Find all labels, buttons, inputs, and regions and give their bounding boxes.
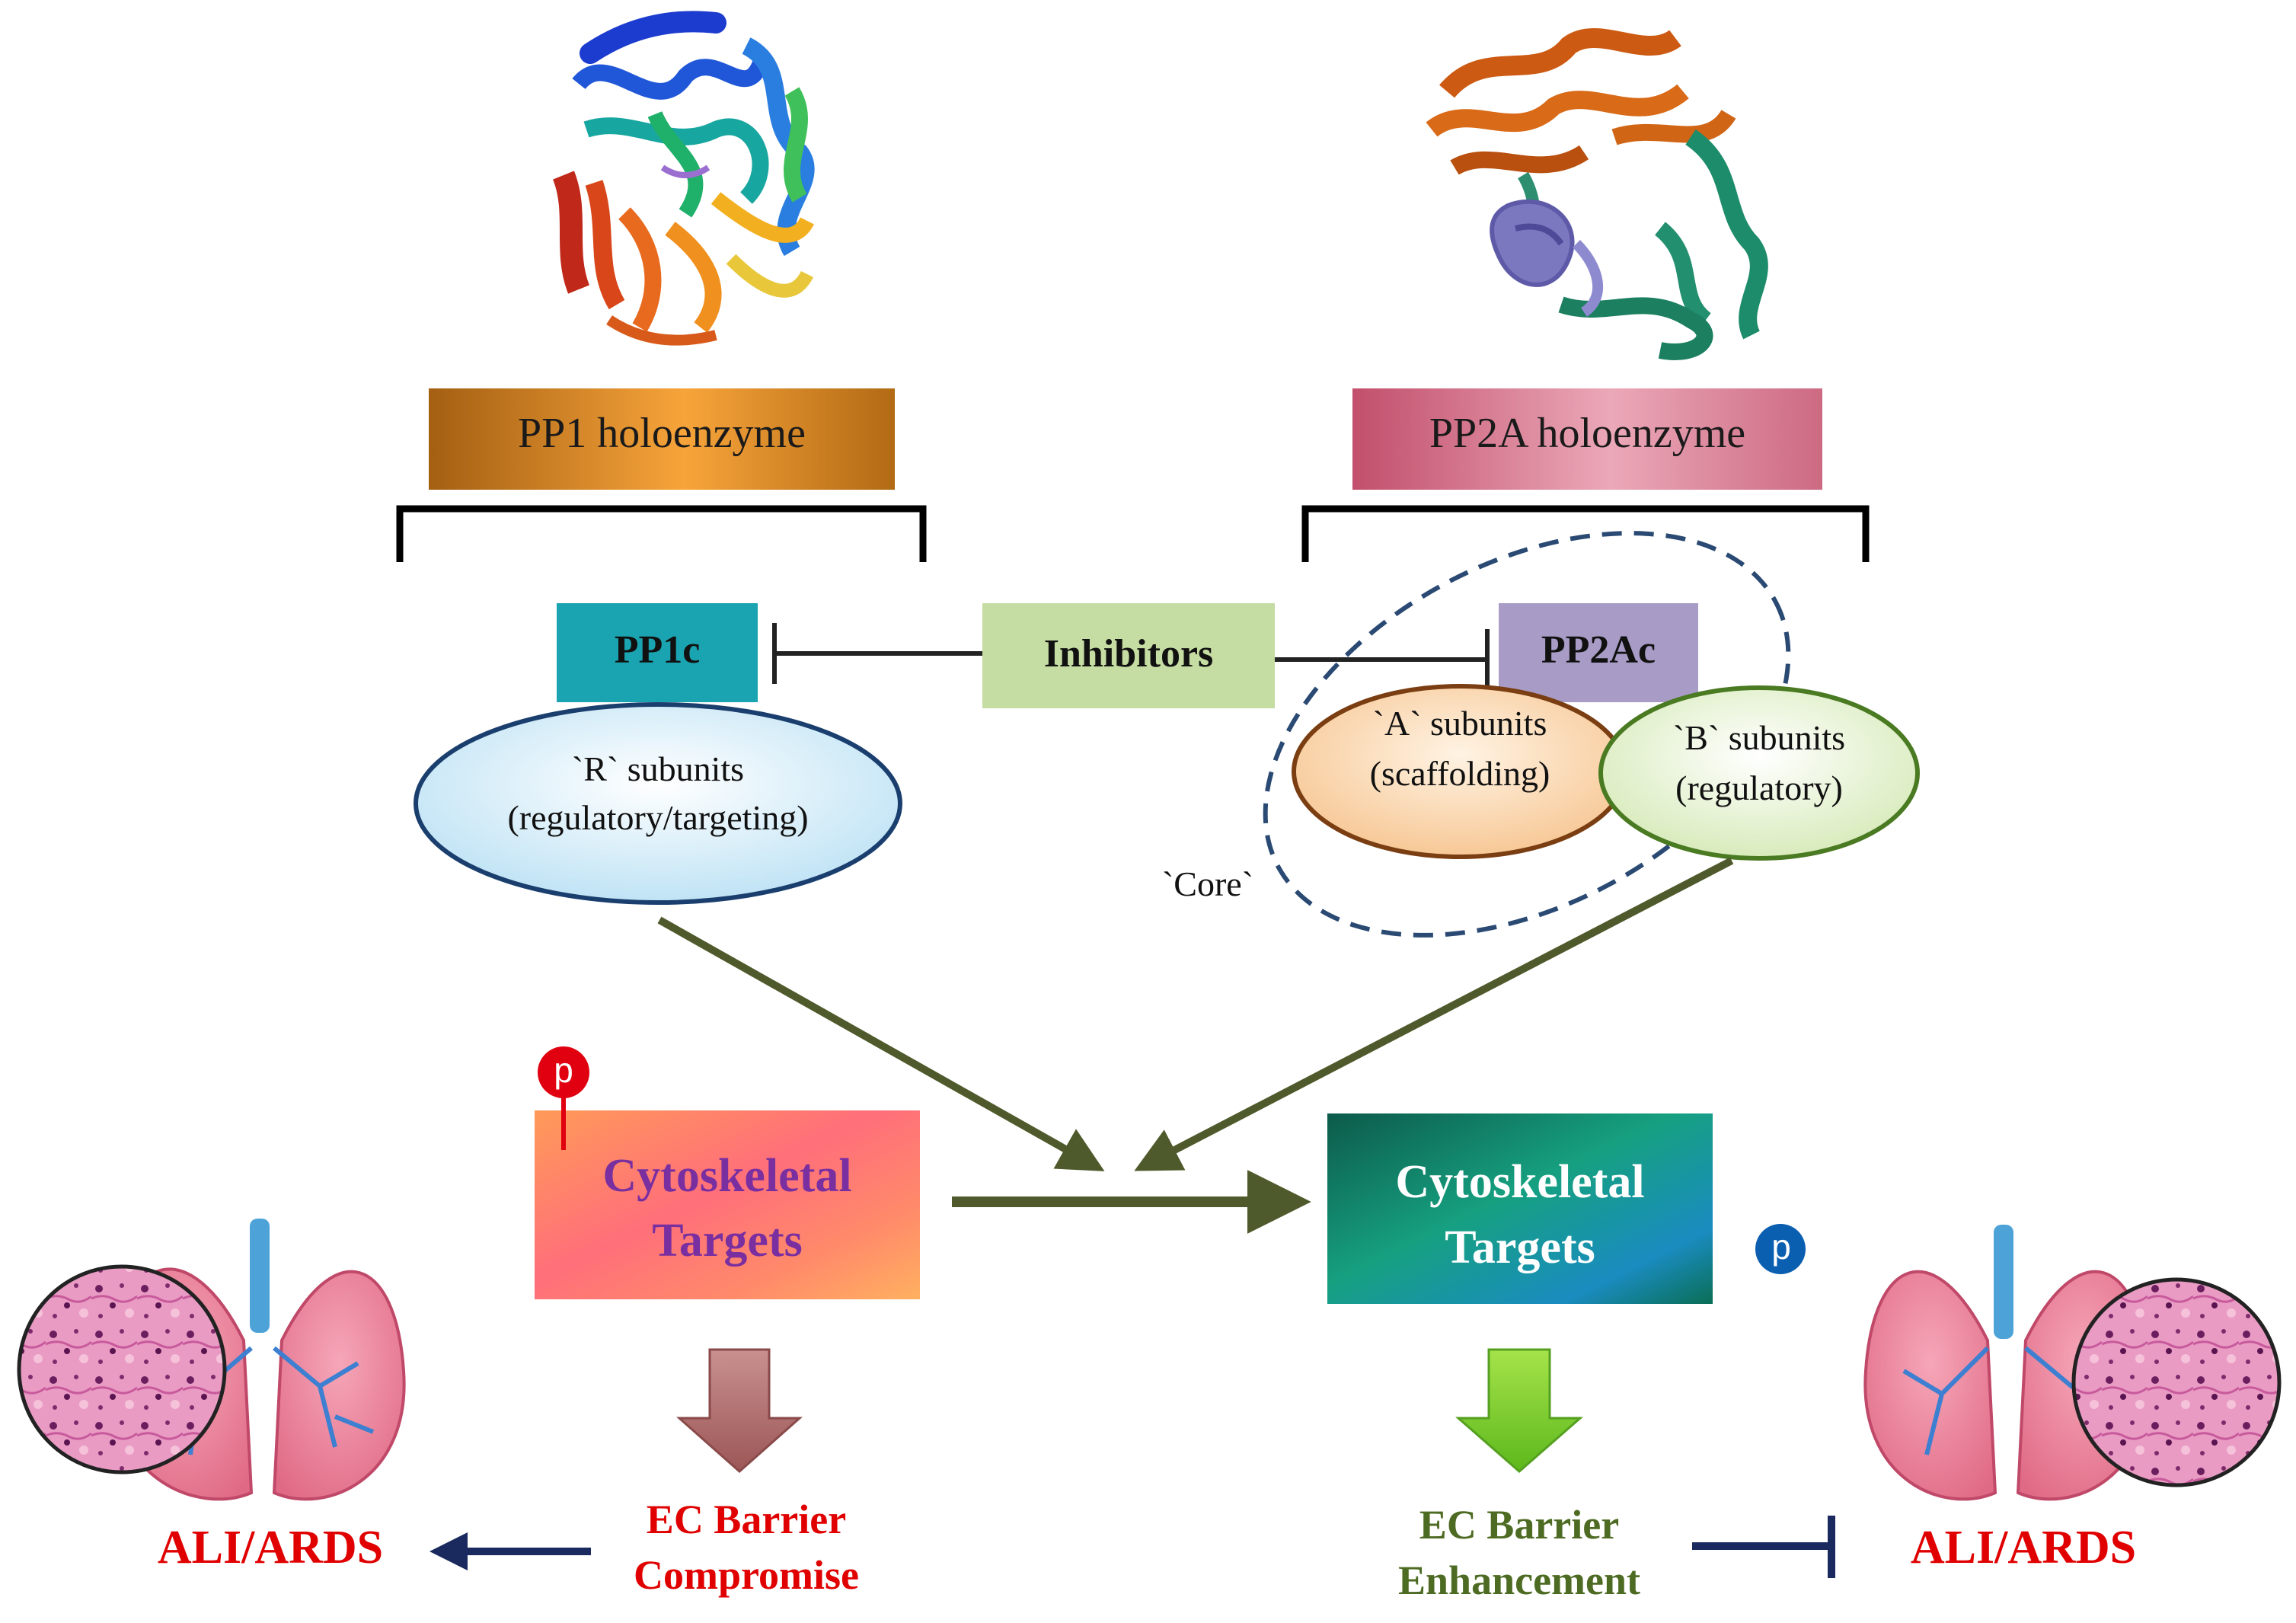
- core-dashed-ellipse: [1263, 531, 1791, 938]
- left-target-line1: Cytoskeletal: [602, 1150, 852, 1202]
- compromise-line2: Compromise: [634, 1552, 859, 1598]
- a-subunit-line2: (scaffolding): [1369, 754, 1550, 793]
- ali-ards-left-label: ALI/ARDS: [157, 1522, 384, 1573]
- inhibition-line-pp1c: [772, 623, 982, 684]
- inhibitors-box: [982, 603, 1275, 708]
- down-arrow-compromise: [676, 1348, 803, 1474]
- b-subunit-line1: `B` subunits: [1672, 718, 1846, 757]
- right-cytoskeletal-target-box: [1327, 1113, 1713, 1304]
- r-subunit-ellipse: [414, 702, 902, 905]
- lung-illustration-left: [17, 1219, 406, 1501]
- pp2ac-label: PP2Ac: [1541, 628, 1656, 672]
- enhancement-line2: Enhancement: [1397, 1558, 1640, 1603]
- lung-illustration-right: [1863, 1225, 2282, 1501]
- r-subunit-line2: (regulatory/targeting): [507, 798, 809, 837]
- phospho-pin-red-icon: [538, 1046, 589, 1150]
- pp1-holoenzyme-label: PP1 holoenzyme: [518, 410, 806, 457]
- inhibition-line-pp2ac: [1275, 629, 1490, 690]
- a-subunit-line1: `A` subunits: [1372, 704, 1547, 743]
- b-subunit-ellipse: [1598, 685, 1920, 861]
- arrow-pp1-to-targets: [657, 916, 1105, 1171]
- b-subunit-line2: (regulatory): [1675, 768, 1843, 807]
- core-label: `Core`: [1161, 864, 1254, 903]
- down-arrow-enhancement: [1455, 1348, 1583, 1473]
- arrow-pp2a-to-targets: [1134, 857, 1734, 1171]
- inhibition-to-ali-ards-right: [1692, 1516, 1835, 1578]
- inhibitors-label: Inhibitors: [1043, 632, 1214, 676]
- compromise-line1: EC Barrier: [646, 1497, 847, 1542]
- phospho-p-red: p: [554, 1050, 573, 1090]
- pp1-bracket: [396, 505, 927, 562]
- enhancement-line1: EC Barrier: [1419, 1502, 1620, 1548]
- pp2ac-box: [1499, 603, 1698, 702]
- phospho-circle-blue-icon: [1755, 1224, 1806, 1274]
- pp2a-bracket: [1301, 505, 1870, 562]
- pp2a-holoenzyme-label: PP2A holoenzyme: [1429, 410, 1746, 457]
- phospho-p-blue: p: [1771, 1227, 1791, 1267]
- left-cytoskeletal-target-box: [535, 1110, 920, 1299]
- pp2a-holoenzyme-box: [1352, 388, 1822, 490]
- left-target-line2: Targets: [652, 1215, 803, 1267]
- pp1-holoenzyme-box: [429, 388, 895, 490]
- right-target-line2: Targets: [1445, 1222, 1595, 1273]
- r-subunit-line1: `R` subunits: [571, 749, 745, 788]
- right-target-line1: Cytoskeletal: [1395, 1156, 1645, 1208]
- pp2a-protein-structure-image: [1426, 28, 1768, 360]
- ali-ards-right-label: ALI/ARDS: [1910, 1522, 2137, 1573]
- pp1c-box: [557, 603, 758, 702]
- pp1c-label: PP1c: [614, 628, 701, 672]
- pp1-protein-structure-image: [552, 11, 815, 346]
